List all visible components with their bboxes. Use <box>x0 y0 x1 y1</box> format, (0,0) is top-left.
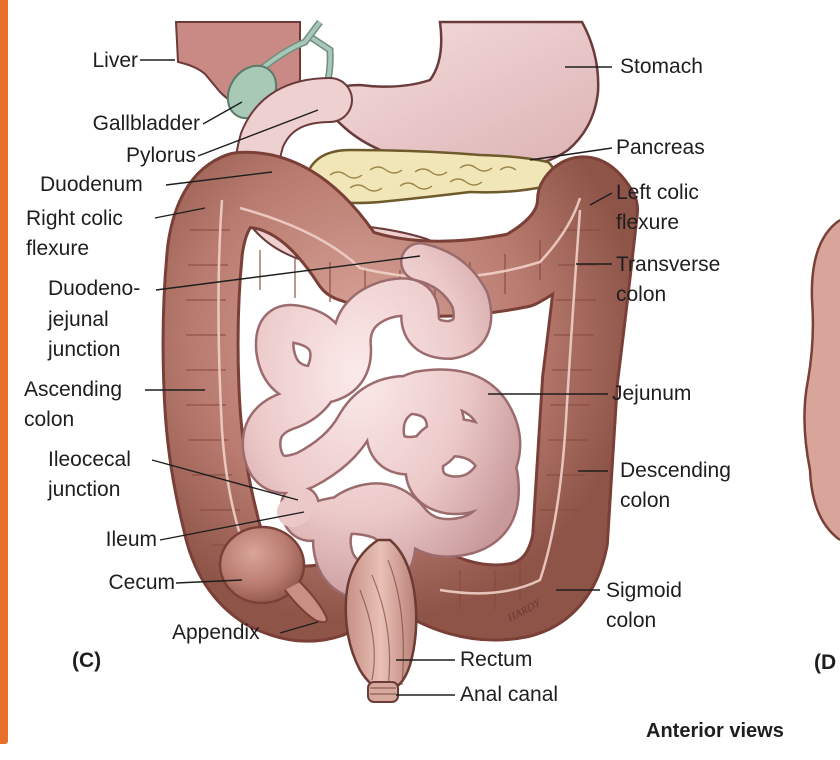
label-duodenum: Duodenum <box>40 173 143 196</box>
stomach <box>316 20 600 170</box>
label-right-colic-2: flexure <box>26 237 90 260</box>
caption-anterior-views: Anterior views <box>646 720 784 742</box>
label-pylorus: Pylorus <box>125 144 196 167</box>
label-ileocecal-2: junction <box>48 478 121 501</box>
label-anal-canal: Anal canal <box>460 683 559 706</box>
label-jejunum: Jejunum <box>612 382 692 405</box>
label-ileocecal-1: Ileocecal <box>48 448 131 471</box>
label-dj-2: jejunal <box>48 308 109 331</box>
label-sigmoid-2: colon <box>606 609 657 632</box>
panel-d-partial <box>803 218 840 542</box>
label-right-colic-1: Right colic <box>26 207 123 230</box>
rectum <box>344 538 418 692</box>
label-stomach: Stomach <box>620 55 703 78</box>
label-appendix: Appendix <box>172 621 260 644</box>
label-ascending-1: Ascending <box>24 378 123 401</box>
label-left-colic-2: flexure <box>616 211 680 234</box>
label-cecum: Cecum <box>108 571 175 594</box>
label-left-colic-1: Left colic <box>616 181 699 204</box>
ileum-segment <box>277 490 315 527</box>
label-transverse-1: Transverse <box>616 253 721 276</box>
label-ileum: Ileum <box>105 528 157 551</box>
label-rectum: Rectum <box>460 648 533 671</box>
label-ascending-2: colon <box>24 408 75 431</box>
label-pancreas: Pancreas <box>616 136 705 159</box>
anal-canal <box>367 681 399 703</box>
appendix <box>284 581 328 624</box>
label-liver: Liver <box>92 49 138 72</box>
label-sigmoid-1: Sigmoid <box>606 579 682 602</box>
label-descending-1: Descending <box>620 459 731 482</box>
accent-bar <box>0 0 8 744</box>
label-gallbladder: Gallbladder <box>92 112 200 135</box>
label-transverse-2: colon <box>616 283 667 306</box>
panel-d-label: (D <box>814 651 837 674</box>
small-intestine <box>241 242 522 601</box>
panel-c-label: (C) <box>72 649 102 672</box>
cecum <box>218 525 306 605</box>
label-descending-2: colon <box>620 489 671 512</box>
label-dj-3: junction <box>48 338 121 361</box>
label-dj-1: Duodeno- <box>48 277 141 300</box>
